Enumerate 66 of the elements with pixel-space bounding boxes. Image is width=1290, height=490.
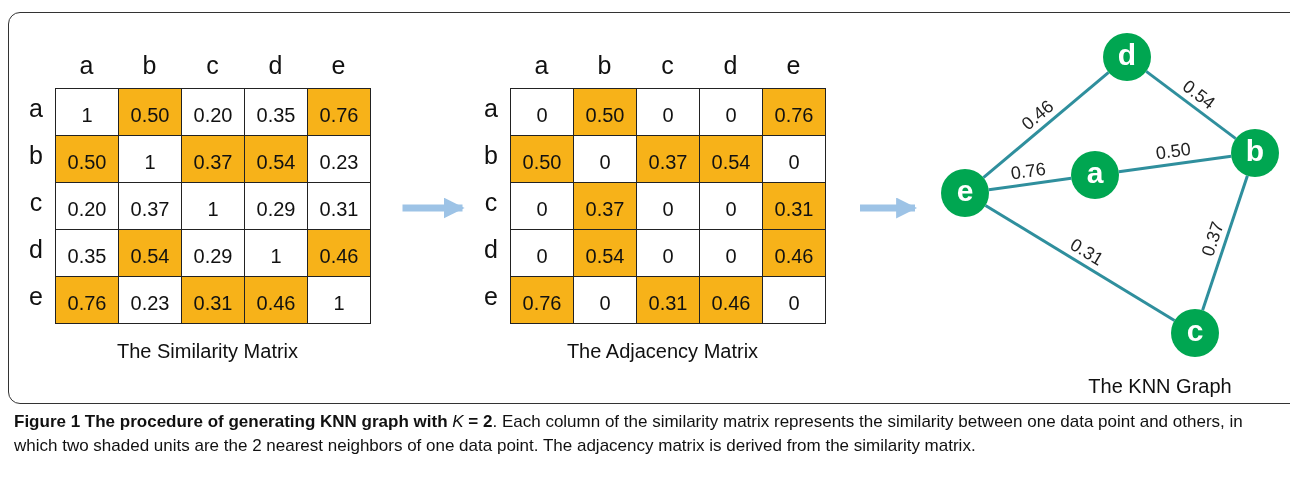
- table-cell: 0.54: [118, 229, 182, 277]
- graph-node: b: [1231, 129, 1279, 177]
- graph-node: d: [1103, 33, 1151, 81]
- row-header: b: [483, 140, 499, 171]
- graph-node: c: [1171, 309, 1219, 357]
- row-header: a: [28, 93, 44, 124]
- column-header: a: [533, 49, 550, 81]
- column-header: e: [785, 49, 802, 81]
- table-cell: 1: [307, 276, 371, 324]
- edge-label: 0.76: [1009, 158, 1047, 184]
- edge-label: 0.50: [1154, 138, 1192, 164]
- table-cell: 0.37: [181, 135, 245, 183]
- table-cell: 0.46: [244, 276, 308, 324]
- edge-label: 0.46: [1017, 96, 1058, 134]
- table-cell: 0.37: [636, 135, 700, 183]
- row-header: d: [483, 234, 499, 265]
- table-cell: 0: [762, 276, 826, 324]
- matrix-title: The Adjacency Matrix: [565, 340, 760, 363]
- edge-label: 0.31: [1066, 234, 1107, 270]
- row-header: c: [483, 187, 499, 218]
- table-cell: 0.54: [699, 135, 763, 183]
- row-header: e: [483, 281, 499, 312]
- table-cell: 0.46: [699, 276, 763, 324]
- table-cell: 0.31: [762, 182, 826, 230]
- arrow: [402, 197, 465, 219]
- row-header: c: [28, 187, 44, 218]
- row-header: e: [28, 281, 44, 312]
- row-header: a: [483, 93, 499, 124]
- connector-line: [1118, 154, 1232, 174]
- column-header: e: [330, 49, 347, 81]
- graph-node: e: [941, 169, 989, 217]
- connector-line: [988, 176, 1072, 192]
- connector-line: [1145, 70, 1237, 140]
- table-cell: 0.76: [307, 88, 371, 136]
- edge-label: 0.37: [1197, 219, 1228, 259]
- table-cell: 0.54: [244, 135, 308, 183]
- table-cell: 0.31: [636, 276, 700, 324]
- table-cell: 0.76: [55, 276, 119, 324]
- table-cell: 0.76: [510, 276, 574, 324]
- table-cell: 0.76: [762, 88, 826, 136]
- table-cell: 0.50: [118, 88, 182, 136]
- table-cell: 0.50: [55, 135, 119, 183]
- table-cell: 0.31: [181, 276, 245, 324]
- table-cell: 0.46: [762, 229, 826, 277]
- table-cell: 0.37: [573, 182, 637, 230]
- column-header: b: [596, 49, 613, 81]
- column-header: b: [141, 49, 158, 81]
- column-header: d: [267, 49, 284, 81]
- column-header: a: [78, 49, 95, 81]
- column-header: c: [660, 49, 675, 81]
- table-cell: 0.50: [573, 88, 637, 136]
- table-cell: 0.50: [510, 135, 574, 183]
- connector-line: [1201, 175, 1249, 311]
- row-header: b: [28, 140, 44, 171]
- row-header: d: [28, 234, 44, 265]
- graph-title: The KNN Graph: [1088, 375, 1232, 398]
- matrix-title: The Similarity Matrix: [115, 340, 300, 363]
- connector-line: [982, 71, 1110, 179]
- edge-label: 0.54: [1178, 76, 1219, 114]
- column-header: c: [205, 49, 220, 81]
- figure-caption: Figure 1 The procedure of generating KNN graph with K = 2. Each column of the similarity matrix represents the similarity between one data point and others, in which two shaded units are the 2 nearest neighbors of one data point. The adjacency matrix is derived from the similarity matrix.: [14, 411, 1244, 457]
- table-cell: 0.46: [307, 229, 371, 277]
- graph-node: a: [1071, 151, 1119, 199]
- connector-line: [984, 204, 1176, 322]
- table-cell: 0.54: [573, 229, 637, 277]
- column-header: d: [722, 49, 739, 81]
